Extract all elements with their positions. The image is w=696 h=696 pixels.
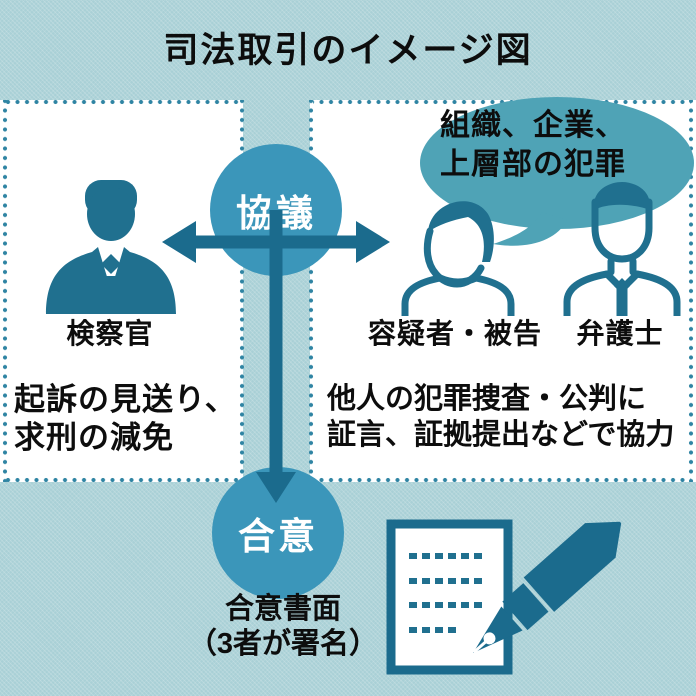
document-caption: 合意書面 （3者が署名） <box>168 592 398 662</box>
prosecutor-offer-line2: 求刑の減免 <box>14 420 174 455</box>
speech-bubble-text: 組織、企業、 上層部の犯罪 <box>440 106 626 184</box>
suspect-offer-line1: 他人の犯罪捜査・公判に <box>327 383 647 415</box>
document-caption-line2: （3者が署名） <box>187 628 379 660</box>
dotted-border <box>4 477 240 483</box>
prosecutor-label: 検察官 <box>66 318 154 349</box>
negotiation-node: 協議 <box>210 144 342 276</box>
dotted-border <box>2 100 8 482</box>
suspect-icon <box>401 201 515 316</box>
suspect-offer-text: 他人の犯罪捜査・公判に 証言、証拠提出などで協力 <box>327 381 674 453</box>
speech-bubble-line2: 上層部の犯罪 <box>440 148 626 181</box>
dotted-border <box>313 477 691 483</box>
prosecutor-icon <box>46 180 176 314</box>
page-title: 司法取引のイメージ図 <box>163 31 533 70</box>
lawyer-label: 弁護士 <box>576 318 664 349</box>
dotted-border <box>308 100 314 482</box>
document-icon <box>386 519 513 675</box>
prosecutor-offer-text: 起訴の見送り、 求刑の減免 <box>14 381 237 457</box>
agreement-label: 合意 <box>238 516 318 557</box>
dotted-border <box>4 99 240 105</box>
lawyer-icon <box>563 182 681 316</box>
negotiation-label: 協議 <box>236 193 316 234</box>
dotted-border <box>313 99 691 105</box>
dotted-border <box>688 100 694 482</box>
dotted-border <box>239 100 245 482</box>
fountain-pen-icon <box>472 521 622 654</box>
speech-bubble-line1: 組織、企業、 <box>440 109 626 142</box>
suspect-offer-line2: 証言、証拠提出などで協力 <box>327 419 675 451</box>
agreement-node: 合意 <box>212 467 344 599</box>
document-pen-icon <box>386 519 622 675</box>
suspect-label: 容疑者・被告 <box>367 318 542 349</box>
prosecutor-offer-line1: 起訴の見送り、 <box>14 382 237 417</box>
document-caption-line1: 合意書面 <box>224 593 341 625</box>
